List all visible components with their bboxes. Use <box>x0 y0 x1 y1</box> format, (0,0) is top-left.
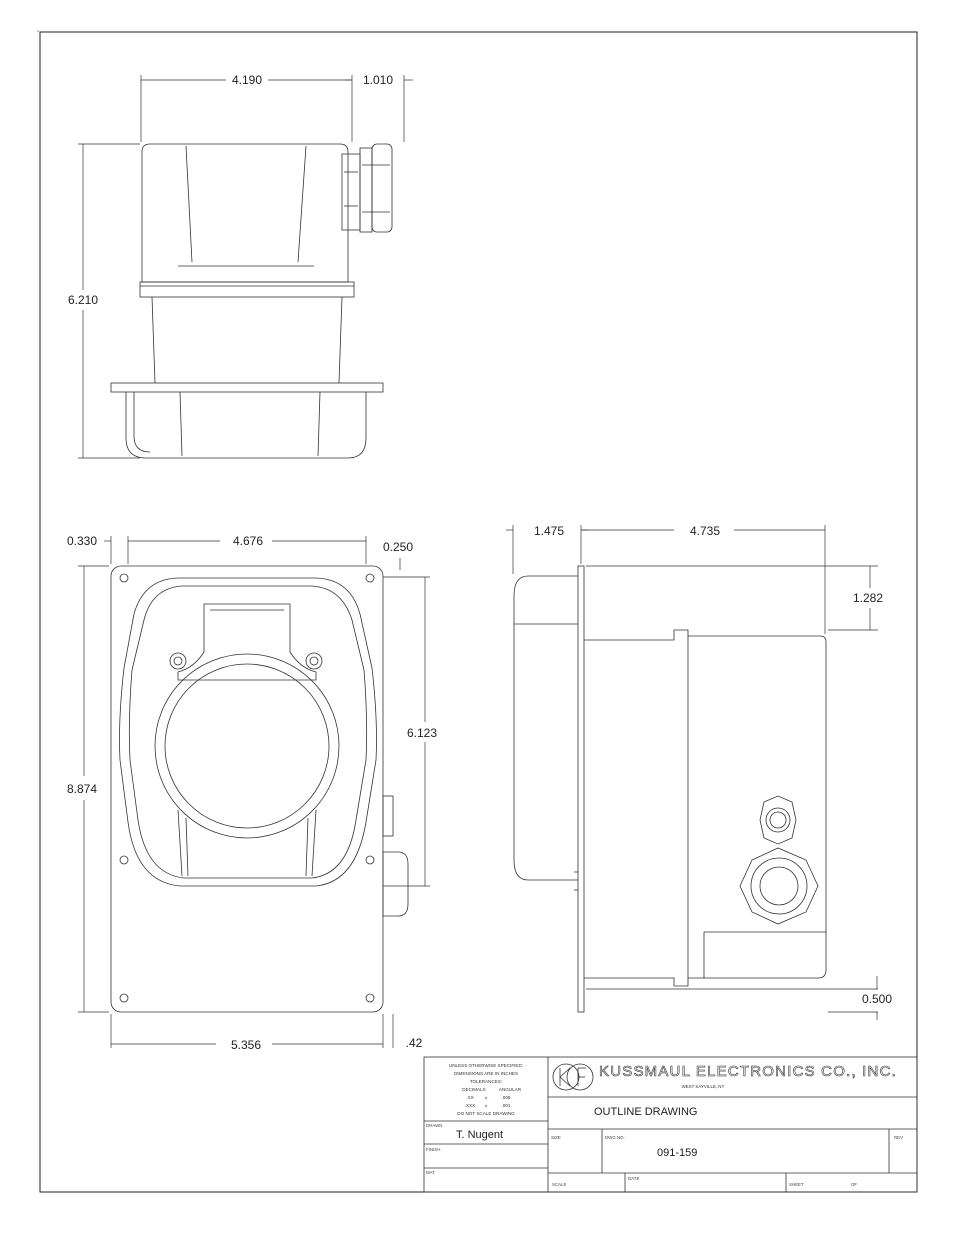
tb-xxx-val: .001 <box>502 1103 511 1108</box>
tb-xxx-sym: ± <box>485 1103 488 1108</box>
tb-xx-sym: ± <box>485 1095 488 1100</box>
tb-title: OUTLINE DRAWING <box>594 1106 698 1118</box>
dim-front-width: 4.676 <box>233 534 263 548</box>
dim-side-flange: 1.475 <box>534 524 564 538</box>
tb-size-label: SIZE <box>551 1135 561 1140</box>
tb-note-line1: UNLESS OTHERWISE SPECIFIED: <box>449 1063 523 1068</box>
company-logo-icon <box>552 1063 594 1091</box>
dim-front-inner-height: 6.123 <box>407 726 437 740</box>
front-view <box>110 565 409 1013</box>
dim-top-height: 6.210 <box>68 293 98 307</box>
dim-side-offset: 1.282 <box>853 591 883 605</box>
tb-mat-label: MAT <box>426 1170 435 1175</box>
tb-xx-val: .005 <box>502 1095 511 1100</box>
tb-note-line2: DIMENSIONS ARE IN INCHES <box>454 1071 518 1076</box>
tb-decimals-label: DECIMALS <box>462 1087 486 1092</box>
tb-city: WEST SAYVILLE, NY <box>682 1084 725 1089</box>
dim-top-width: 4.190 <box>232 73 262 87</box>
dim-front-overall-width: 5.356 <box>231 1038 261 1052</box>
dim-side-bottom: 0.500 <box>862 992 892 1006</box>
tb-company: KUSSMAUL ELECTRONICS CO., INC. <box>599 1063 897 1080</box>
tb-xxx: .XXX <box>465 1103 475 1108</box>
dim-front-height: 8.874 <box>67 782 97 796</box>
tb-dwg-no-label: DWG NO. <box>605 1135 625 1140</box>
dim-front-offset: 0.330 <box>67 534 97 548</box>
tb-sheet-label: SHEET <box>789 1182 804 1187</box>
dim-side-depth: 4.735 <box>690 524 720 538</box>
front-view-dimension-lines <box>78 536 430 1048</box>
tb-dwg-no: 091-159 <box>657 1147 697 1159</box>
tb-rev-label: REV <box>894 1135 903 1140</box>
top-view <box>110 143 393 459</box>
tb-drawn-by: T. Nugent <box>456 1129 503 1141</box>
top-view-dimension-lines <box>78 75 413 459</box>
tb-xx: .XX <box>466 1095 473 1100</box>
dim-top-fitting: 1.010 <box>363 73 393 87</box>
dim-front-gap: 0.250 <box>383 540 413 554</box>
tb-of-label: OF <box>851 1182 857 1187</box>
tb-date-label: DATE <box>628 1176 639 1181</box>
side-view-dimension-lines <box>506 525 878 1020</box>
sheet-border <box>39 31 918 1193</box>
dim-front-thickness: .42 <box>406 1036 423 1050</box>
tb-drawn-label: DRAWN <box>426 1123 442 1128</box>
title-block <box>423 1056 918 1193</box>
tb-no-scale: DO NOT SCALE DRAWING <box>457 1111 515 1116</box>
tb-scale-label: SCALE <box>552 1182 566 1187</box>
tb-angular-label: ANGULAR <box>499 1087 522 1092</box>
tb-finish-label: FINISH <box>426 1147 440 1152</box>
side-view <box>513 565 827 1013</box>
tb-note-line3: TOLERANCES: <box>470 1079 502 1084</box>
